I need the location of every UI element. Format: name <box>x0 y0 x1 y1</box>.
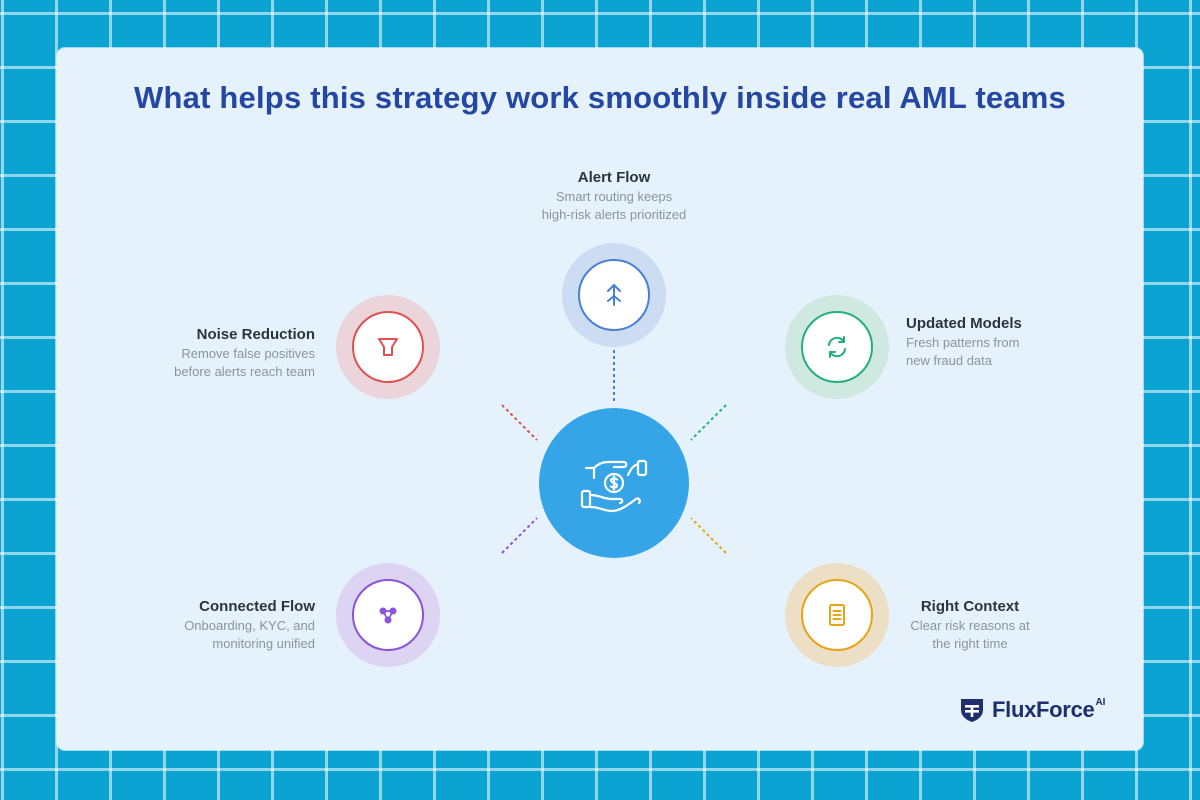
alert-flow-desc-line2: high-risk alerts prioritized <box>541 207 687 222</box>
noise-reduction-node <box>336 295 440 399</box>
noise-reduction-heading: Noise Reduction <box>196 326 315 343</box>
arrow-up-split-icon <box>607 284 621 306</box>
logo-name: FluxForce <box>992 697 1095 722</box>
fluxforce-logo: FluxForce AI <box>958 696 1105 724</box>
connected-flow-node <box>336 563 440 667</box>
alert-flow-heading: Alert Flow <box>577 169 651 186</box>
noise-reduction-label: Noise Reduction Remove false positives b… <box>120 325 315 381</box>
refresh-icon <box>828 336 846 358</box>
alert-flow-node <box>562 243 666 347</box>
logo-suffix: AI <box>1095 696 1106 708</box>
right-context-desc-line1: Clear risk reasons at <box>910 618 1030 633</box>
noise-reduction-desc-line1: Remove false positives <box>181 346 315 361</box>
updated-models-label: Updated Models Fresh patterns from new f… <box>906 314 1096 370</box>
right-context-node <box>785 563 889 667</box>
shield-logo-icon <box>961 699 983 722</box>
noise-reduction-desc-line2: before alerts reach team <box>174 364 315 379</box>
updated-models-desc-line2: new fraud data <box>906 353 993 368</box>
page-title: What helps this strategy work smoothly i… <box>134 80 1066 115</box>
connector-updated-models <box>690 404 727 441</box>
connected-flow-label: Connected Flow Onboarding, KYC, and moni… <box>120 597 315 653</box>
updated-models-ring <box>801 311 873 383</box>
updated-models-node <box>785 295 889 399</box>
connector-right-context <box>690 517 727 554</box>
connected-flow-desc-line1: Onboarding, KYC, and <box>184 618 315 633</box>
network-icon <box>379 607 397 624</box>
document-icon <box>829 604 845 626</box>
content-card <box>57 48 1143 750</box>
hands-dollar-icon <box>580 459 648 513</box>
connected-flow-desc-line2: monitoring unified <box>212 636 315 651</box>
alert-flow-desc-line1: Smart routing keeps <box>555 189 673 204</box>
right-context-ring <box>801 579 873 651</box>
connector-noise-reduction <box>501 404 538 441</box>
right-context-desc-line2: the right time <box>932 636 1008 651</box>
alert-flow-label: Alert Flow Smart routing keeps high-risk… <box>494 168 734 224</box>
connected-flow-ring <box>352 579 424 651</box>
right-context-heading: Right Context <box>920 598 1020 615</box>
connected-flow-heading: Connected Flow <box>199 598 315 615</box>
noise-reduction-ring <box>352 311 424 383</box>
center-node <box>539 408 689 558</box>
connector-connected-flow <box>501 517 538 554</box>
right-context-label: Right Context Clear risk reasons at the … <box>885 597 1055 653</box>
alert-flow-ring <box>578 259 650 331</box>
updated-models-heading: Updated Models <box>906 315 1022 332</box>
updated-models-desc-line1: Fresh patterns from <box>906 335 1020 350</box>
funnel-icon <box>378 338 398 356</box>
